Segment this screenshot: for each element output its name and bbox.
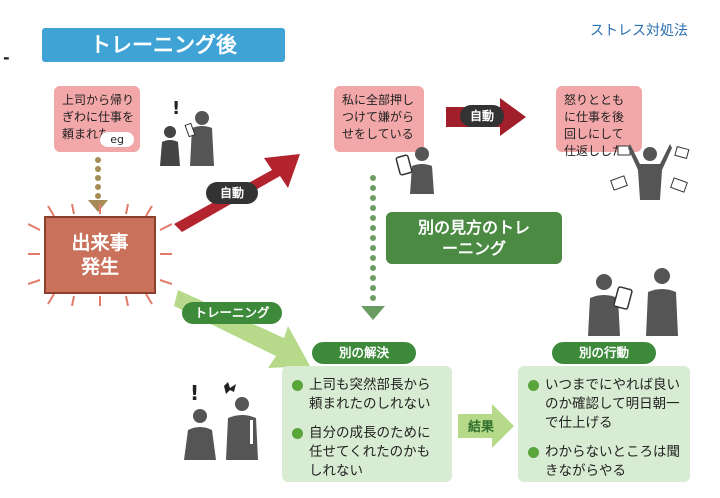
alt-action-item-text: いつまでにやれば良いのか確認して明日朝一で仕上げる [545, 377, 680, 431]
training-arrow-green [174, 290, 310, 368]
alt-view-training-banner: 別の見方のトレーニング [386, 212, 562, 264]
bullet-dot-icon [528, 380, 539, 391]
result-label: 結果 [467, 420, 494, 435]
page-title: トレーニング後 [42, 28, 285, 62]
alt-solution-header: 別の解決 [312, 342, 416, 364]
event-text: 出来事発生 [71, 232, 129, 278]
auto-label-2: 自動 [460, 105, 504, 127]
alt-action-item-text: わからないところは聞きながらやる [545, 444, 680, 479]
bullet-dot-icon [528, 447, 539, 458]
alt-action-item: わからないところは聞きながらやる [528, 443, 680, 481]
alt-action-item: いつまでにやれば良いのか確認して明日朝一で仕上げる [528, 376, 680, 433]
reaction-box: 怒りとともに仕事を後回しにして仕返しした [556, 86, 642, 158]
alt-solution-item: 自分の成長のために任せてくれたのかもしれない [292, 424, 442, 481]
alt-action-panel: いつまでにやれば良いのか確認して明日朝一で仕上げる わからないところは聞きながら… [518, 366, 690, 482]
two-people-tablet-icon [588, 268, 678, 336]
dotted-down-arrow-1 [88, 157, 108, 212]
event-burst [28, 204, 172, 306]
situation-box: 上司から帰りぎわに仕事を頼まれた eg [54, 86, 140, 152]
thought-box: 私に全部押しつけて嫌がらせをしている [334, 86, 424, 152]
dotted-down-arrow-2 [361, 175, 385, 320]
bullet-dot-icon [292, 380, 303, 391]
alt-solution-item-text: 上司も突然部長から頼まれたのしれない [309, 377, 431, 412]
svg-text:!: ! [190, 381, 199, 405]
situation-text: 上司から帰りぎわに仕事を頼まれた [62, 93, 135, 141]
event-box: 出来事発生 [44, 216, 156, 294]
result-arrow [458, 404, 514, 448]
alt-view-training-text: 別の見方のトレーニング [417, 218, 530, 258]
top-right-label: ストレス対処法 [590, 23, 688, 39]
alt-solution-item: 上司も突然部長から頼まれたのしれない [292, 376, 442, 414]
alt-solution-panel: 上司も突然部長から頼まれたのしれない 自分の成長のために任せてくれたのかもしれな… [282, 366, 452, 482]
svg-text:!: ! [172, 98, 180, 119]
bullet-dot-icon [292, 428, 303, 439]
alt-solution-item-text: 自分の成長のために任せてくれたのかもしれない [309, 425, 431, 479]
thought-text: 私に全部押しつけて嫌がらせをしている [342, 93, 415, 141]
boss-and-worker-icon: ! [160, 98, 214, 166]
auto-label-1: 自動 [206, 182, 258, 204]
left-dash: - [3, 48, 10, 67]
reaction-text: 怒りとともに仕事を後回しにして仕返しした [564, 93, 625, 158]
alt-action-header: 別の行動 [552, 342, 656, 364]
situation-tag: eg [100, 132, 134, 147]
training-label: トレーニング [182, 302, 282, 324]
angry-person-icon [610, 144, 690, 200]
two-people-exclaim-icon: ! [184, 381, 258, 460]
person-phone-icon [395, 147, 434, 194]
